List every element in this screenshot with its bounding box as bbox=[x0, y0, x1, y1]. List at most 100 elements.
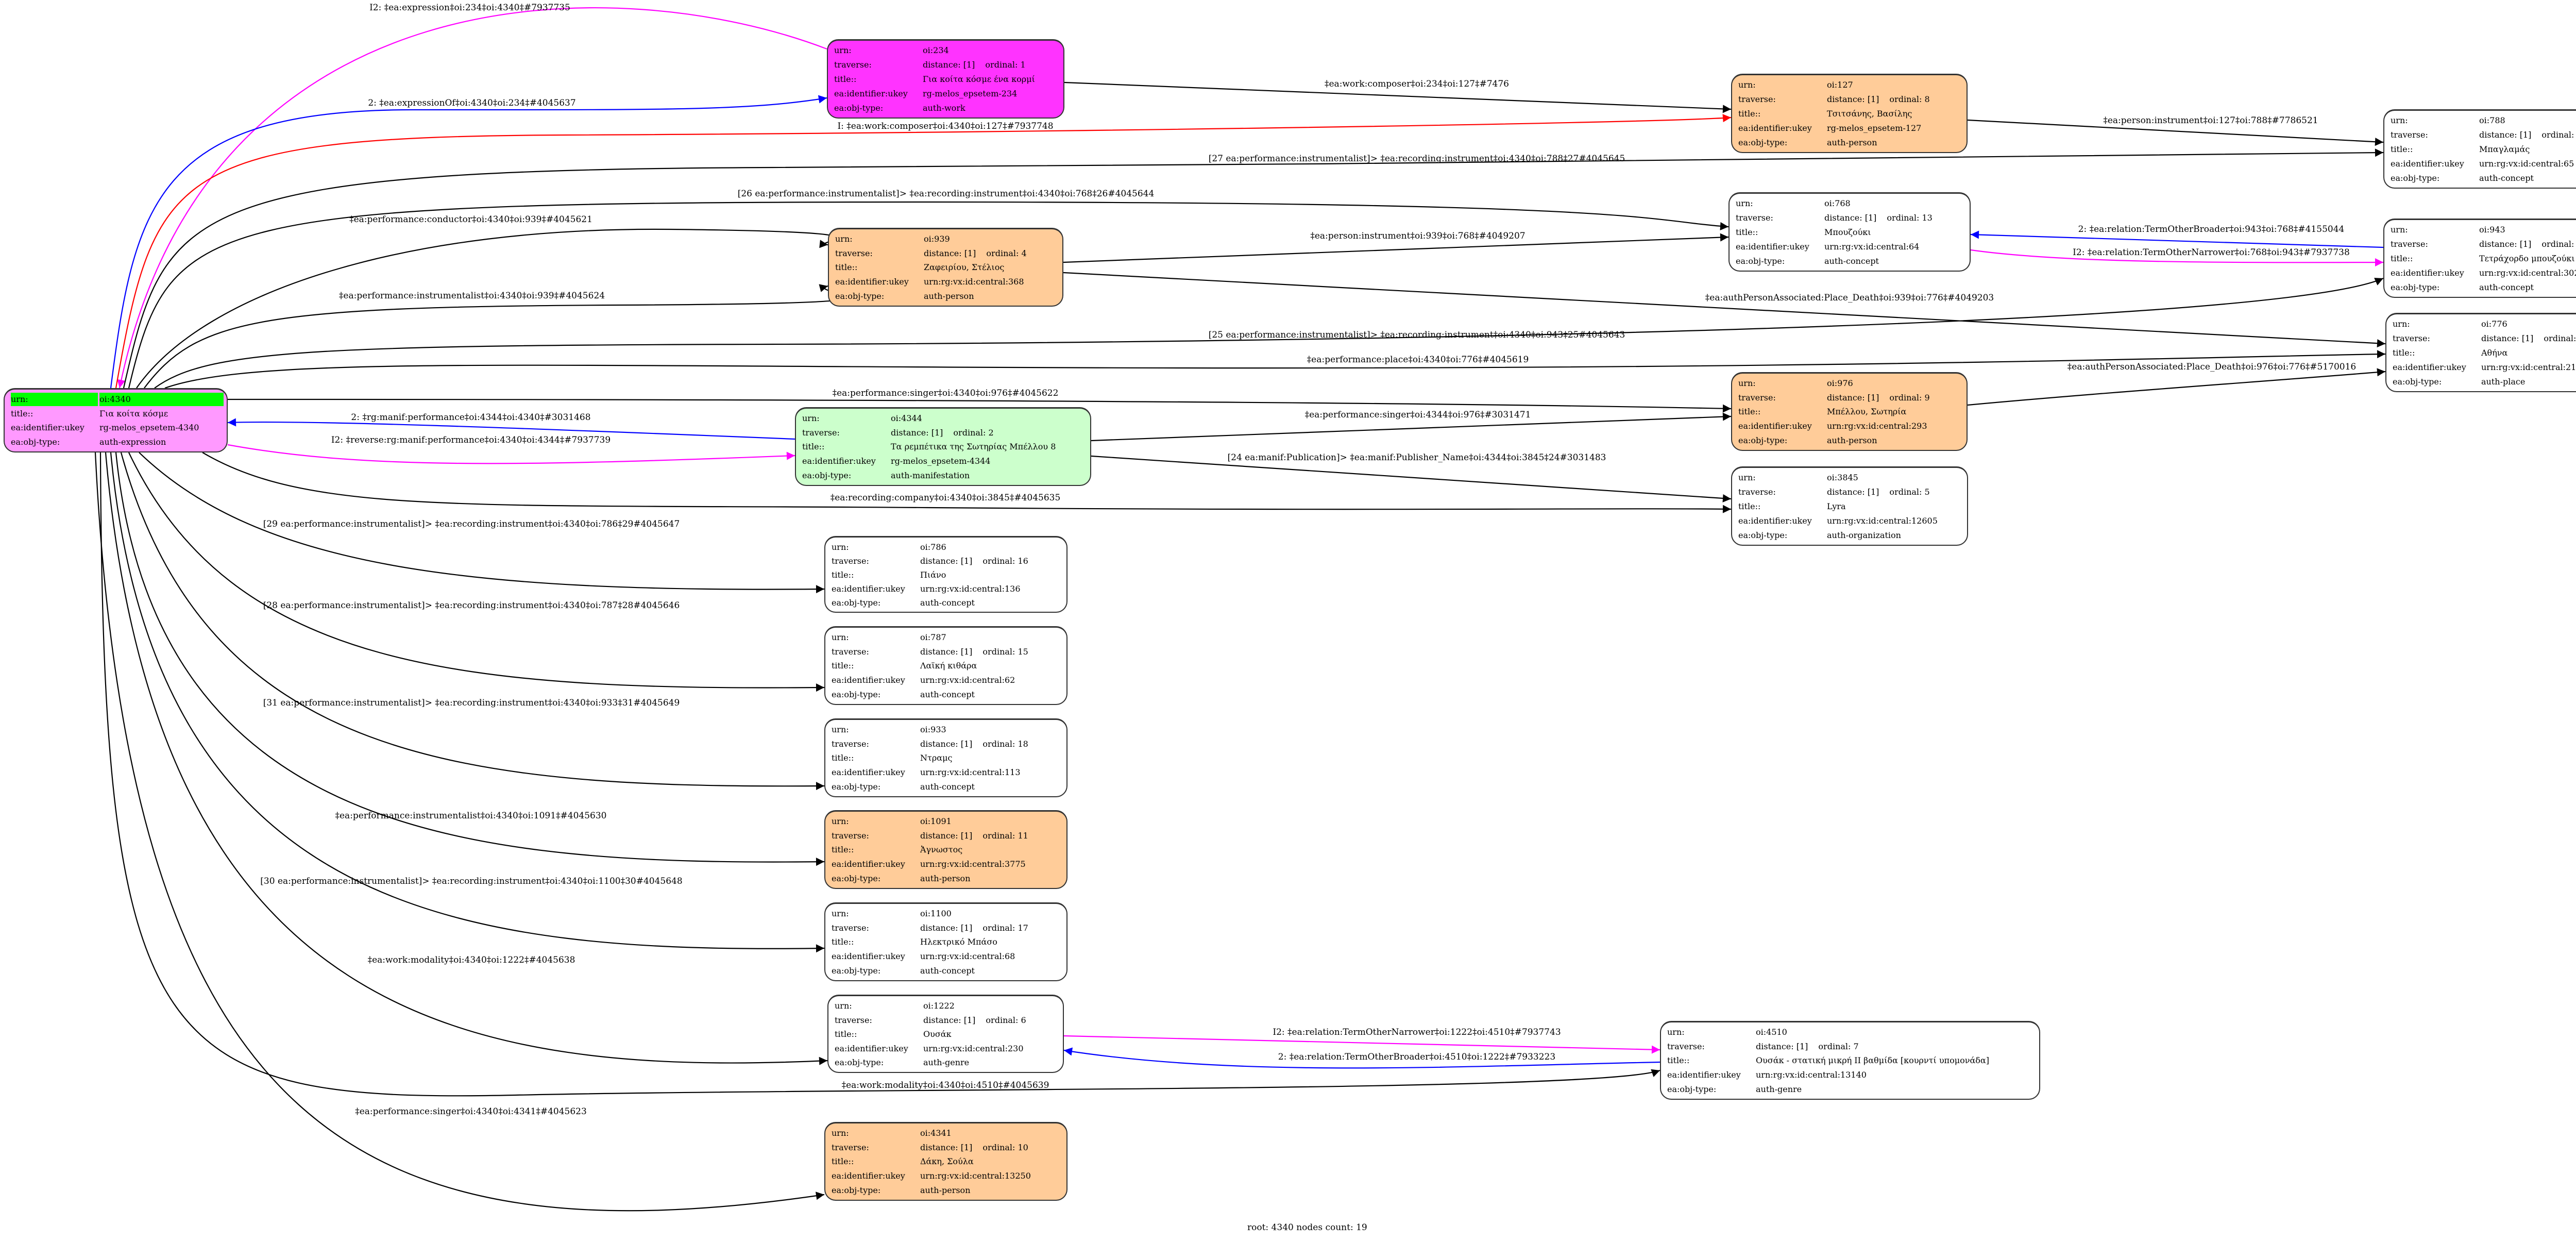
field-label: ea:identifier:ukey bbox=[832, 675, 905, 685]
node-row-urn: urn:oi:4340 bbox=[11, 392, 224, 406]
field-label: traverse: bbox=[1738, 392, 1776, 402]
field-value: Για κοίτα κόσμε bbox=[99, 408, 168, 418]
edge-label: ‡ea:work:modality‡oi:4340‡oi:1222‡#40456… bbox=[368, 955, 575, 965]
node-row-title: title::Λαϊκή κιθάρα bbox=[832, 659, 1063, 673]
field-label: ea:identifier:ukey bbox=[832, 859, 905, 869]
field-label: ea:obj-type: bbox=[832, 689, 881, 699]
edge-4344-to-976 bbox=[1091, 412, 1732, 442]
field-label: traverse: bbox=[2391, 239, 2428, 249]
node-row-title: title::Μπέλλου, Σωτηρία bbox=[1738, 405, 1963, 418]
edge-label: ‡ea:performance:singer‡oi:4340‡oi:4341‡#… bbox=[355, 1106, 587, 1117]
ordinal-value: ordinal: 6 bbox=[986, 1015, 1026, 1025]
field-label: ea:obj-type: bbox=[802, 470, 852, 480]
field-label: title:: bbox=[1736, 227, 1758, 237]
edge-4340-to-976 bbox=[227, 398, 1732, 413]
node-row-urn: urn:oi:4344 bbox=[802, 412, 1087, 425]
field-label: ea:obj-type: bbox=[835, 291, 885, 301]
field-value: oi:1100 bbox=[920, 909, 952, 919]
field-value: Ἀγνωστος bbox=[920, 845, 963, 855]
node-row-urn: urn:oi:788 bbox=[2391, 114, 2576, 127]
field-label: urn: bbox=[11, 392, 98, 406]
field-value: urn:rg:vx:id:central:65 bbox=[2479, 158, 2574, 169]
traverse-value: distance: [1]ordinal: 14 bbox=[2479, 130, 2576, 140]
field-label: ea:obj-type: bbox=[2391, 173, 2440, 183]
node-row-title: title::Για κοίτα κόσμε bbox=[11, 407, 224, 420]
field-label: ea:obj-type: bbox=[2393, 376, 2442, 387]
node-row-traverse: traverse:distance: [1]ordinal: 1 bbox=[834, 58, 1060, 72]
field-value: rg-melos_epsetem-234 bbox=[923, 88, 1018, 98]
node-row-traverse: traverse:distance: [1]ordinal: 5 bbox=[1738, 485, 1964, 499]
field-label: urn: bbox=[832, 542, 849, 552]
node-row-urn: urn:oi:4341 bbox=[832, 1127, 1063, 1140]
distance-value: distance: [1] bbox=[2481, 333, 2534, 344]
ordinal-value: ordinal: 13 bbox=[1887, 213, 1933, 223]
field-value: auth-concept bbox=[920, 597, 975, 608]
field-label: traverse: bbox=[832, 922, 869, 933]
edge-4340-to-939 bbox=[136, 228, 838, 389]
field-label: urn: bbox=[1667, 1027, 1685, 1037]
edge-label: ‡ea:performance:place‡oi:4340‡oi:776‡#40… bbox=[1307, 355, 1529, 365]
node-row-title: title::Ντραμς bbox=[832, 751, 1063, 765]
field-value: auth-concept bbox=[2479, 173, 2534, 183]
field-label: urn: bbox=[835, 234, 853, 244]
field-label: title:: bbox=[832, 1156, 854, 1167]
field-value: rg-melos_epsetem-127 bbox=[1827, 123, 1922, 133]
edge-4344-to-4340 bbox=[227, 418, 795, 440]
ordinal-value: ordinal: 4 bbox=[986, 248, 1027, 258]
field-value: Τετράχορδο μπουζούκι bbox=[2479, 253, 2575, 263]
node-row-obj-type: ea:obj-type:auth-person bbox=[1738, 136, 1963, 149]
edge-4340-to-127 bbox=[115, 114, 1732, 389]
field-value: oi:4340 bbox=[99, 392, 224, 406]
edge-4340-to-786 bbox=[139, 452, 825, 594]
field-value: oi:933 bbox=[920, 725, 946, 735]
field-label: ea:obj-type: bbox=[1738, 530, 1788, 540]
node-row-obj-type: ea:obj-type:auth-genre bbox=[1667, 1082, 2036, 1096]
field-label: title:: bbox=[834, 74, 857, 84]
field-value: Δάκη, Σούλα bbox=[920, 1156, 974, 1167]
node-row-traverse: traverse:distance: [1]ordinal: 6 bbox=[835, 1013, 1060, 1027]
edge-4340-to-4344 bbox=[227, 444, 795, 464]
field-value: oi:788 bbox=[2479, 115, 2505, 126]
node-row-urn: urn:oi:786 bbox=[832, 540, 1063, 553]
edge-768-to-943 bbox=[1970, 249, 2384, 267]
node-row-title: title::Ζαφειρίου, Στέλιος bbox=[835, 261, 1059, 274]
node-row-urn: urn:oi:127 bbox=[1738, 78, 1963, 92]
field-label: title:: bbox=[2393, 347, 2415, 358]
field-label: title:: bbox=[802, 442, 825, 452]
edge-939-to-776 bbox=[1063, 272, 2386, 348]
field-value: oi:776 bbox=[2481, 319, 2507, 329]
edge-4340-to-776 bbox=[164, 350, 2386, 389]
edge-943-to-768 bbox=[1970, 230, 2384, 248]
field-label: ea:identifier:ukey bbox=[1667, 1070, 1741, 1080]
traverse-value: distance: [1]ordinal: 11 bbox=[920, 831, 1028, 841]
field-label: ea:identifier:ukey bbox=[802, 456, 876, 466]
edge-label: ‡ea:person:instrument‡oi:127‡oi:788‡#778… bbox=[2103, 115, 2318, 126]
traverse-value: distance: [1]ordinal: 2 bbox=[891, 428, 994, 438]
field-value: Αθήνα bbox=[2481, 347, 2508, 358]
field-value: auth-concept bbox=[920, 689, 975, 699]
